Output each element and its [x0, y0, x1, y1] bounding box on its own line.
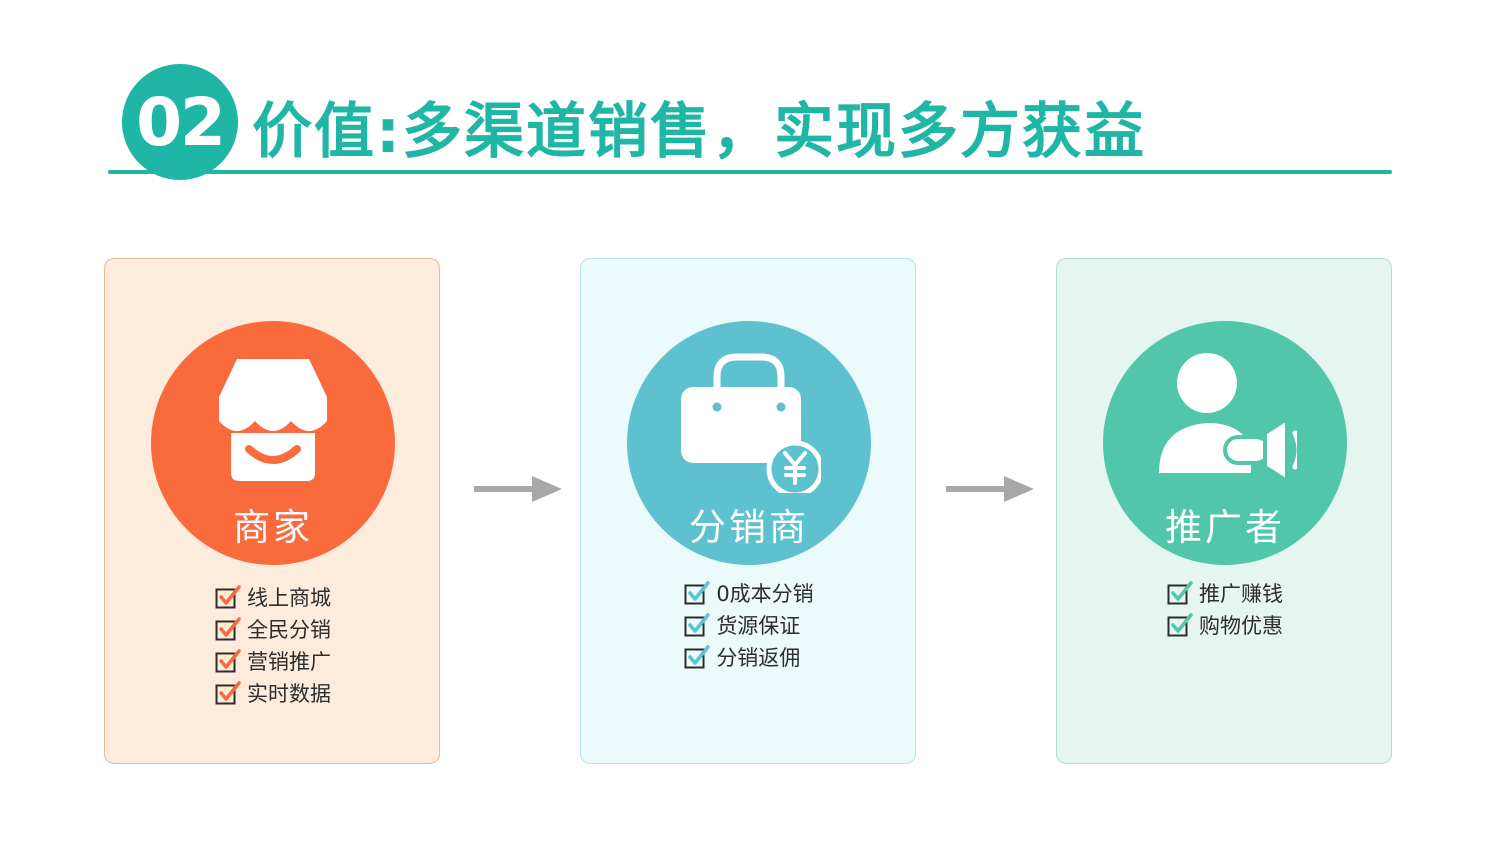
list-item: 购物优惠 [1167, 609, 1283, 641]
list-item-text: 推广赚钱 [1199, 582, 1283, 606]
checkbox-check-icon [684, 613, 711, 637]
distributor-label: 分销商 [689, 506, 809, 549]
list-item: 分销返佣 [684, 641, 813, 673]
list-item-text: 货源保证 [716, 614, 801, 638]
arrow-right-icon [474, 476, 562, 502]
list-item-text: 分销返佣 [716, 646, 801, 670]
merchant-label: 商家 [233, 506, 313, 549]
promoter-feature-list: 推广赚钱 购物优惠 [1057, 577, 1393, 641]
distributor-feature-list: 0成本分销 货源保证 分销返佣 [581, 577, 917, 673]
promoter-label: 推广者 [1165, 506, 1285, 549]
shopping-bag-yuan-icon [681, 353, 821, 493]
list-item-text: 购物优惠 [1199, 614, 1283, 638]
arrow-right-icon [946, 476, 1034, 502]
list-item-text: 0成本分销 [716, 582, 814, 606]
list-item: 货源保证 [684, 609, 813, 641]
checkbox-check-icon [684, 581, 711, 605]
checkbox-check-icon [215, 649, 241, 673]
promoter-circle: 推广者 [1103, 321, 1347, 565]
list-item: 全民分销 [215, 613, 331, 645]
distributor-circle: 分销商 [627, 321, 871, 565]
title-underline [108, 170, 1392, 174]
checkbox-check-icon [215, 681, 241, 705]
list-item: 营销推广 [215, 645, 331, 677]
panel-promoter: 推广者 推广赚钱 购物优惠 [1056, 258, 1392, 764]
merchant-circle: 商家 [151, 321, 395, 565]
panel-distributor: 分销商 0成本分销 货源保证 分销返佣 [580, 258, 916, 764]
storefront-icon [219, 359, 327, 481]
checkbox-check-icon [1167, 613, 1193, 637]
list-item-text: 线上商城 [247, 586, 331, 610]
page-header: 02 价值:多渠道销售，实现多方获益 [0, 0, 1500, 190]
page-title: 价值:多渠道销售，实现多方获益 [252, 97, 1146, 167]
person-megaphone-icon [1159, 353, 1297, 483]
checkbox-check-icon [215, 617, 241, 641]
checkbox-check-icon [215, 585, 241, 609]
list-item: 0成本分销 [684, 577, 814, 609]
list-item: 线上商城 [215, 581, 331, 613]
list-item: 推广赚钱 [1167, 577, 1283, 609]
panel-merchant: 商家 线上商城 全民分销 营销推广 实时数据 [104, 258, 440, 764]
list-item-text: 全民分销 [247, 618, 331, 642]
merchant-feature-list: 线上商城 全民分销 营销推广 实时数据 [105, 581, 441, 709]
list-item-text: 实时数据 [247, 682, 331, 706]
list-item: 实时数据 [215, 677, 331, 709]
section-number-badge: 02 [122, 64, 238, 180]
checkbox-check-icon [684, 645, 711, 669]
checkbox-check-icon [1167, 581, 1193, 605]
list-item-text: 营销推广 [247, 650, 331, 674]
